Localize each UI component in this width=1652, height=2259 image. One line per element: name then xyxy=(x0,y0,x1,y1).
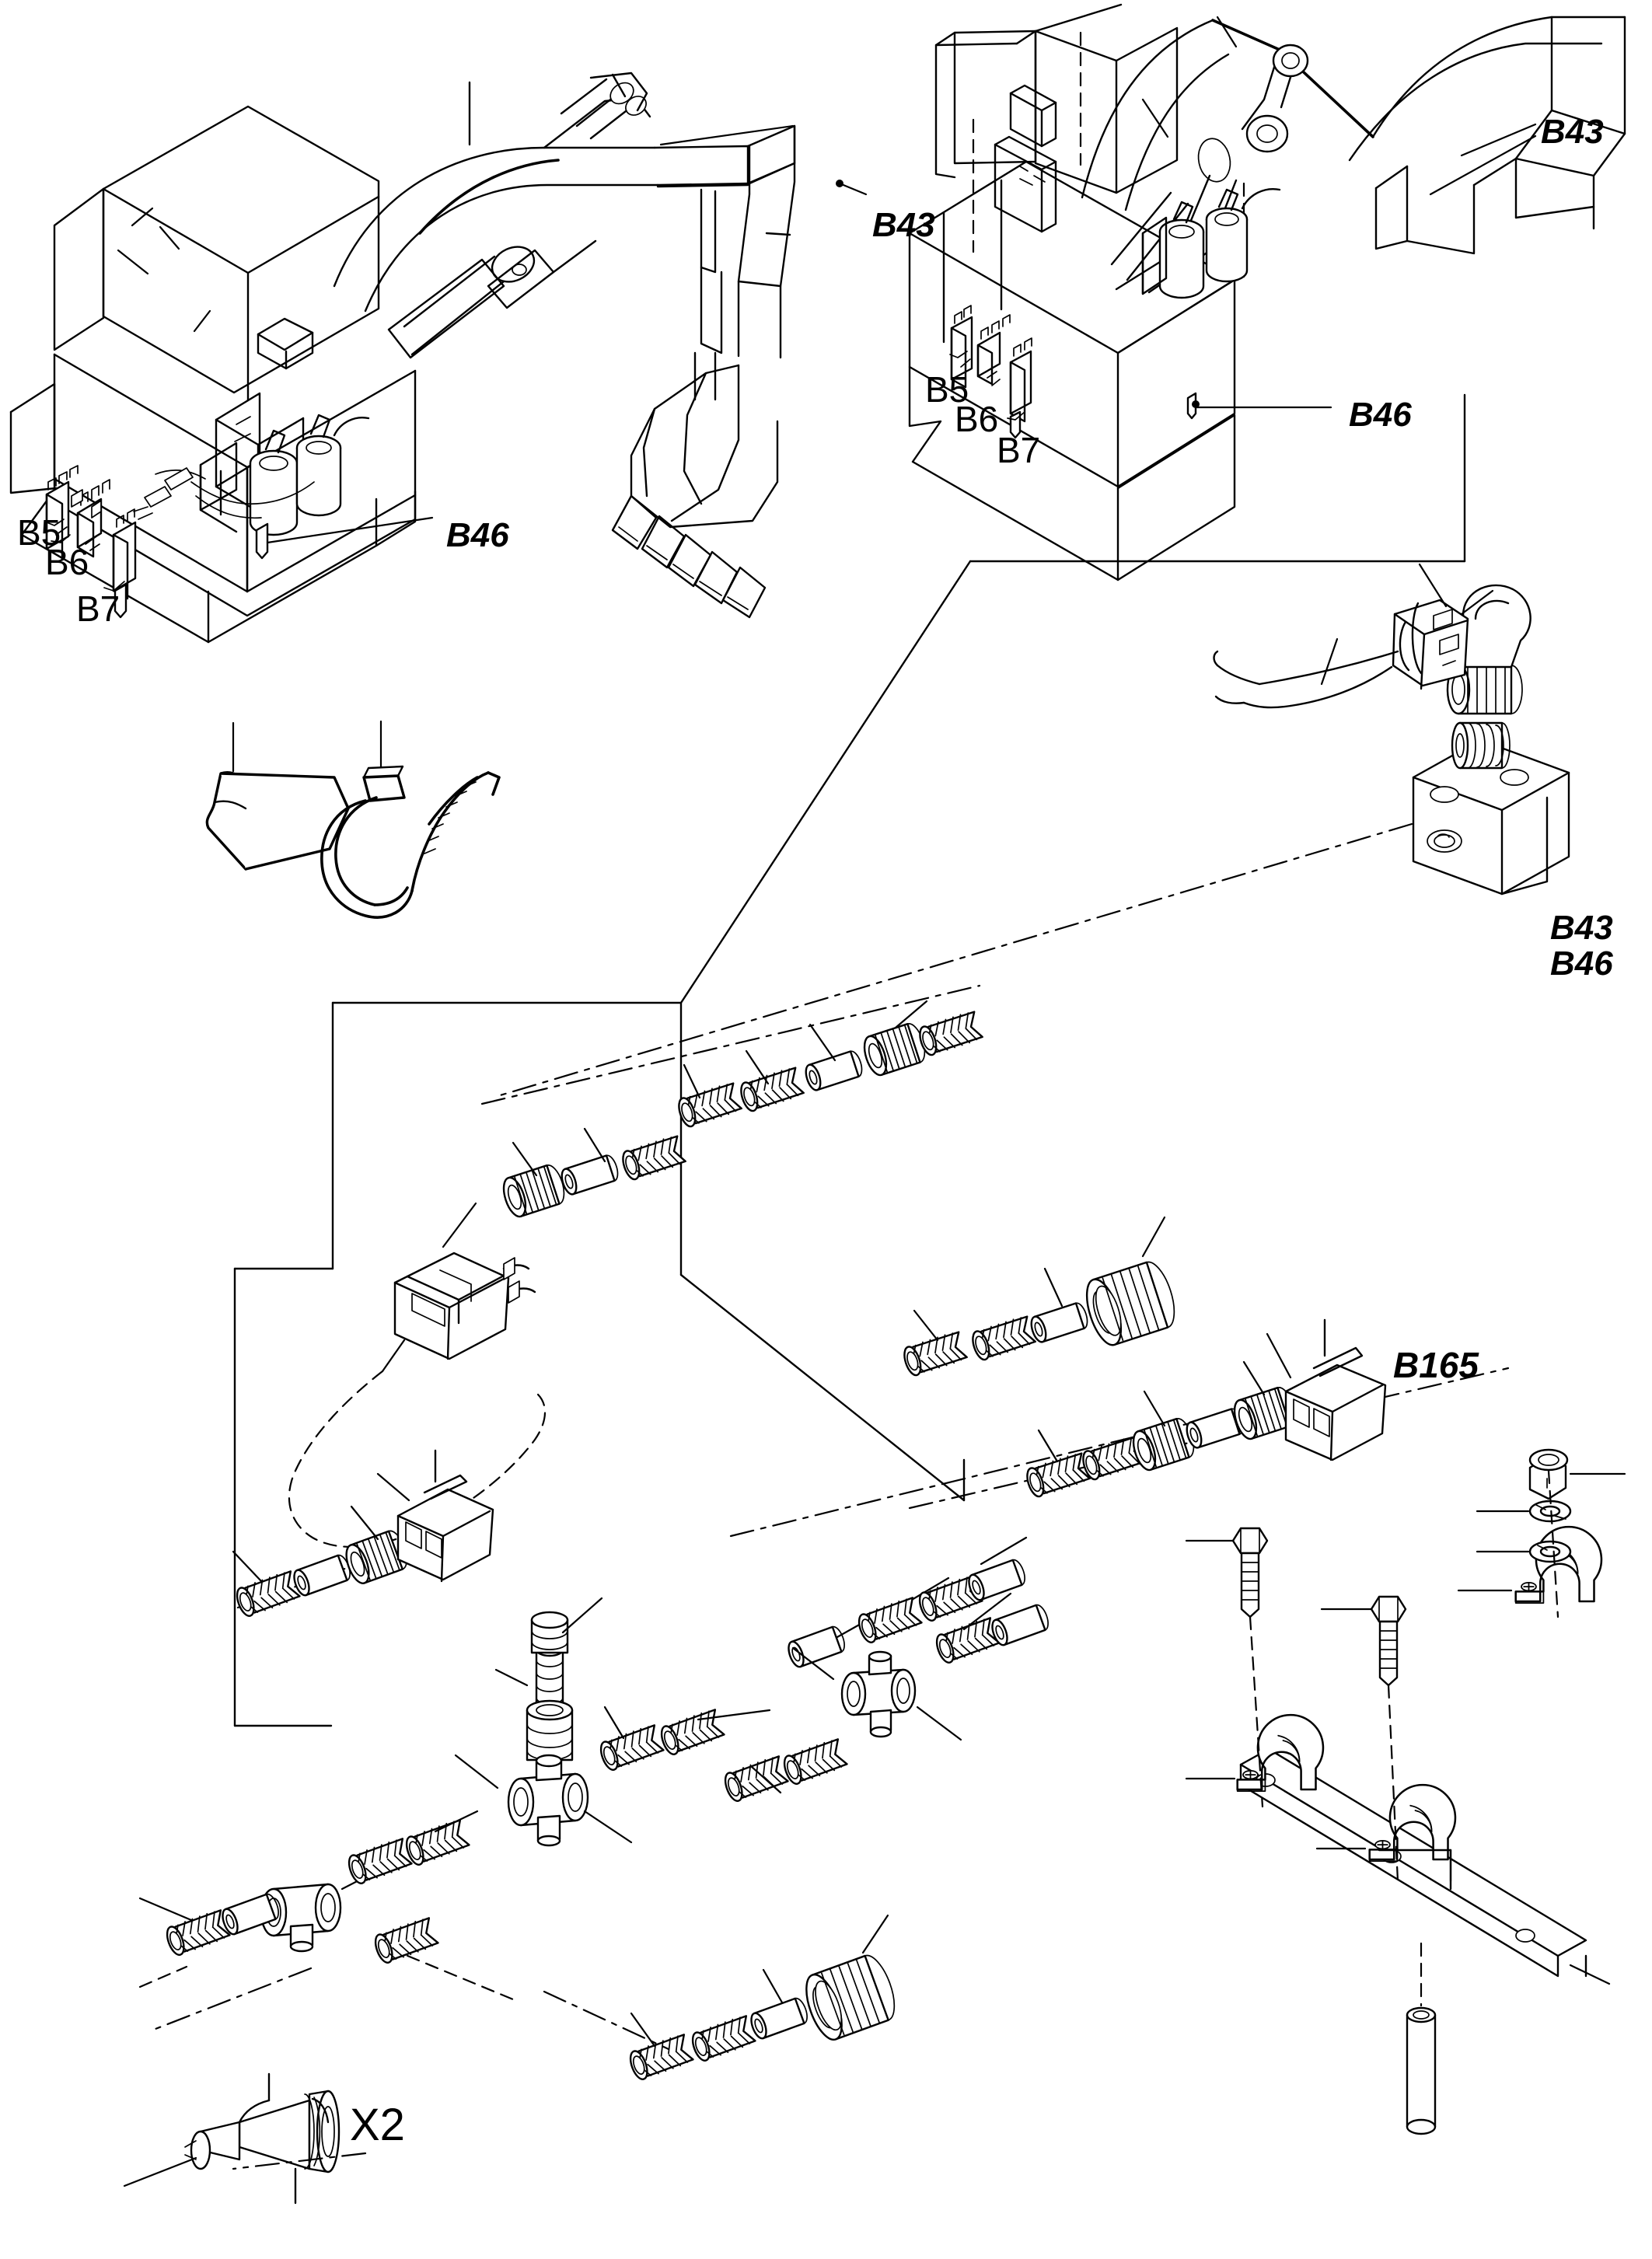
label-b46-left-machine: B46 xyxy=(446,516,509,554)
connector-chain-lower-left xyxy=(232,1449,494,1619)
excavator-left xyxy=(9,72,868,644)
label-b5-left: B5 xyxy=(17,512,61,553)
hose-assembly-left-upper xyxy=(288,1127,687,1548)
label-b6-left: B6 xyxy=(45,542,89,582)
tee-fitting-lower xyxy=(138,1810,515,2001)
label-b43-left-machine: B43 xyxy=(872,206,935,244)
spacer-pin xyxy=(1378,1849,1452,2135)
label-b7-left: B7 xyxy=(76,588,120,629)
protective-sleeve xyxy=(205,721,350,871)
hose-assembly-bottom xyxy=(626,1914,903,2083)
solenoid-valve-block xyxy=(496,563,1570,1098)
label-b43-right-machine: B43 xyxy=(1541,113,1604,151)
label-b6-right: B6 xyxy=(955,399,999,439)
quick-coupler-x2 xyxy=(123,2072,341,2205)
label-b46-right-machine: B46 xyxy=(1349,396,1412,434)
accumulator-cartridge xyxy=(494,1597,603,1761)
group-boundary xyxy=(233,393,1466,1727)
excavator-right xyxy=(908,3,1626,581)
label-x2-quantity: X2 xyxy=(350,2100,405,2150)
label-b43-valve: B43 xyxy=(1550,909,1613,947)
cable-tie xyxy=(320,720,501,919)
hose-assembly-b165 xyxy=(729,1318,1387,1538)
label-b7-right: B7 xyxy=(997,430,1041,470)
clamp-group-1 xyxy=(1185,1527,1325,1808)
tee-mid xyxy=(791,1646,962,1741)
hose-assembly-upper xyxy=(480,984,984,1130)
clamp-group-2 xyxy=(1315,1595,1457,1883)
label-b5-right: B5 xyxy=(925,369,969,410)
label-b165-connector: B165 xyxy=(1393,1345,1479,1385)
tee-fitting-upper xyxy=(454,1706,771,1847)
clamp-group-3 xyxy=(1457,1448,1626,1618)
label-b46-valve: B46 xyxy=(1550,944,1613,983)
